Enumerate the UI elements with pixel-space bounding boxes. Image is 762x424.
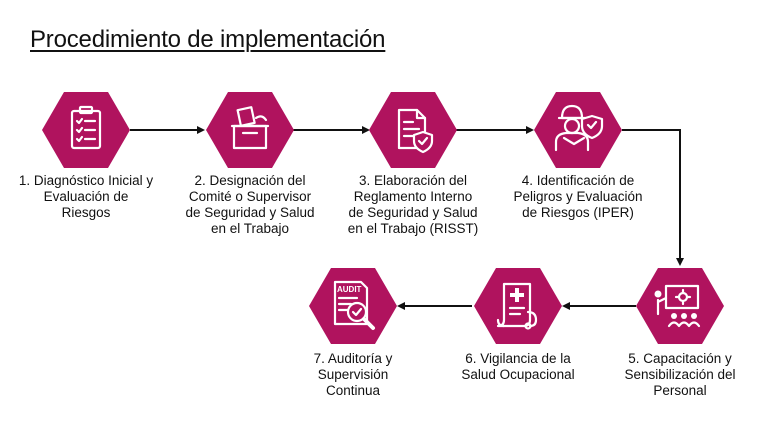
step-6-label: 6. Vigilancia de la Salud Ocupacional (461, 351, 575, 382)
step-1-node (42, 92, 130, 168)
step-7-label: 7. Auditoría y Supervisión Continua (313, 351, 393, 398)
step-5-hexagon (636, 268, 724, 344)
medical-record-icon (496, 282, 538, 330)
step-4-label: 4. Identificación de Peligros y Evaluaci… (513, 173, 643, 220)
connector-4-5 (622, 129, 684, 266)
checklist-clipboard-icon (70, 105, 102, 150)
step-2-label: 2. Designación del Comité o Supervisor d… (185, 173, 315, 236)
step-6-node (474, 268, 562, 344)
step-3-node (369, 92, 457, 168)
step-5-node (636, 268, 724, 344)
step-6-hexagon (474, 268, 562, 344)
step-2-node (206, 92, 294, 168)
presentation-training-icon (654, 284, 701, 328)
step-7-node: AUDIT (309, 268, 397, 344)
page-title: Procedimiento de implementación (30, 26, 386, 53)
ballot-box-icon (230, 106, 270, 150)
worker-shield-icon (554, 104, 604, 152)
audit-magnifier-icon: AUDIT (333, 280, 375, 330)
step-2-hexagon (206, 92, 294, 168)
step-3-label: 3. Elaboración del Reglamento Interno de… (347, 173, 479, 236)
step-4-node (534, 92, 622, 168)
step-5-label: 5. Capacitación y Sensibilización del Pe… (624, 351, 736, 398)
document-shield-icon (397, 108, 434, 154)
step-1-label: 1. Diagnóstico Inicial y Evaluación de R… (18, 173, 154, 220)
audit-text: AUDIT (337, 285, 362, 294)
